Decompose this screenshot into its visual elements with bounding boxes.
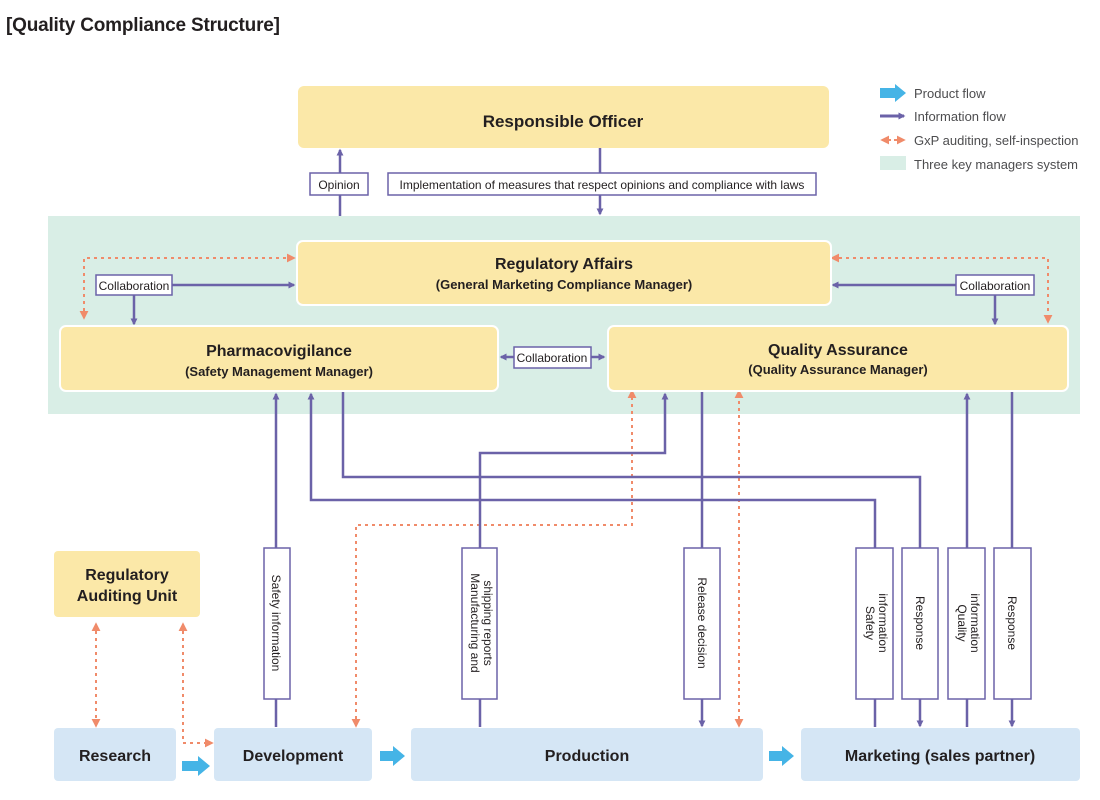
research-label: Research <box>79 748 151 765</box>
quality-assurance-box: Quality Assurance (Quality Assurance Man… <box>607 325 1069 392</box>
three-key-legend-swatch <box>880 156 906 170</box>
pharmacovigilance-sublabel: (Safety Management Manager) <box>185 364 373 379</box>
production-box: Production <box>411 728 763 781</box>
product-flow-arrows <box>182 746 794 776</box>
legend-information-flow: Information flow <box>914 109 1006 124</box>
manufacturing-shipping-line1: Manufacturing and <box>468 573 482 672</box>
collaboration-center-label: Collaboration <box>517 351 588 365</box>
manufacturing-shipping-line2: shipping reports <box>481 580 495 665</box>
safety-information-marketing-tag: Safety information <box>855 547 894 700</box>
legend-product-flow: Product flow <box>914 86 986 101</box>
product-arrow-production-marketing <box>769 746 794 766</box>
collaboration-left-label: Collaboration <box>99 279 170 293</box>
safety-information-development-tag: Safety information <box>263 547 291 700</box>
response-tag-1: Response <box>901 547 939 700</box>
quality-information-line2: information <box>968 593 982 652</box>
implementation-label: Implementation of measures that respect … <box>400 178 805 192</box>
collaboration-left-tag: Collaboration <box>95 274 173 296</box>
collaboration-right-tag: Collaboration <box>955 274 1035 296</box>
marketing-label: Marketing (sales partner) <box>845 748 1035 765</box>
regulatory-affairs-label: Regulatory Affairs <box>495 256 633 273</box>
safety-information-marketing-line1: Safety <box>863 606 877 640</box>
manufacturing-shipping-tag: Manufacturing and shipping reports <box>461 547 498 700</box>
release-decision-tag: Release decision <box>683 547 721 700</box>
legend: Product flow Information flow GxP auditi… <box>880 84 1079 172</box>
opinion-label: Opinion <box>318 178 359 192</box>
collaboration-right-label: Collaboration <box>960 279 1031 293</box>
product-arrow-development-production <box>380 746 405 766</box>
collaboration-center-tag: Collaboration <box>513 346 592 369</box>
regulatory-affairs-box: Regulatory Affairs (General Marketing Co… <box>296 240 832 306</box>
safety-information-development-label: Safety information <box>269 575 283 672</box>
regulatory-affairs-sublabel: (General Marketing Compliance Manager) <box>436 277 692 292</box>
opinion-tag: Opinion <box>309 172 369 196</box>
product-arrow-research-development <box>182 756 210 776</box>
legend-three-key: Three key managers system <box>914 157 1078 172</box>
research-box: Research <box>54 728 176 781</box>
product-flow-legend-icon <box>880 84 906 102</box>
safety-information-marketing-line2: information <box>876 593 890 652</box>
regulatory-auditing-unit-line1: Regulatory <box>85 567 169 584</box>
regulatory-auditing-unit-line2: Auditing Unit <box>77 588 178 605</box>
development-box: Development <box>214 728 372 781</box>
marketing-box: Marketing (sales partner) <box>801 728 1080 781</box>
response-tag-2: Response <box>993 547 1032 700</box>
regulatory-auditing-unit-box: Regulatory Auditing Unit <box>54 551 200 617</box>
pharmacovigilance-box: Pharmacovigilance (Safety Management Man… <box>59 325 499 392</box>
implementation-tag: Implementation of measures that respect … <box>387 172 817 196</box>
responsible-officer-label: Responsible Officer <box>483 112 644 131</box>
gxp-lines <box>79 253 1053 748</box>
development-label: Development <box>243 748 344 765</box>
quality-information-line1: Quality <box>955 604 969 641</box>
response-label-2: Response <box>1005 596 1019 650</box>
pharmacovigilance-label: Pharmacovigilance <box>206 343 352 360</box>
response-label-1: Response <box>913 596 927 650</box>
responsible-officer-box: Responsible Officer <box>298 86 829 148</box>
quality-assurance-label: Quality Assurance <box>768 342 908 359</box>
quality-assurance-sublabel: (Quality Assurance Manager) <box>748 362 927 377</box>
quality-information-tag: Quality information <box>947 547 986 700</box>
production-label: Production <box>545 748 629 765</box>
page-title: [Quality Compliance Structure] <box>6 15 280 36</box>
legend-gxp: GxP auditing, self-inspection <box>914 133 1079 148</box>
release-decision-label: Release decision <box>695 577 709 668</box>
